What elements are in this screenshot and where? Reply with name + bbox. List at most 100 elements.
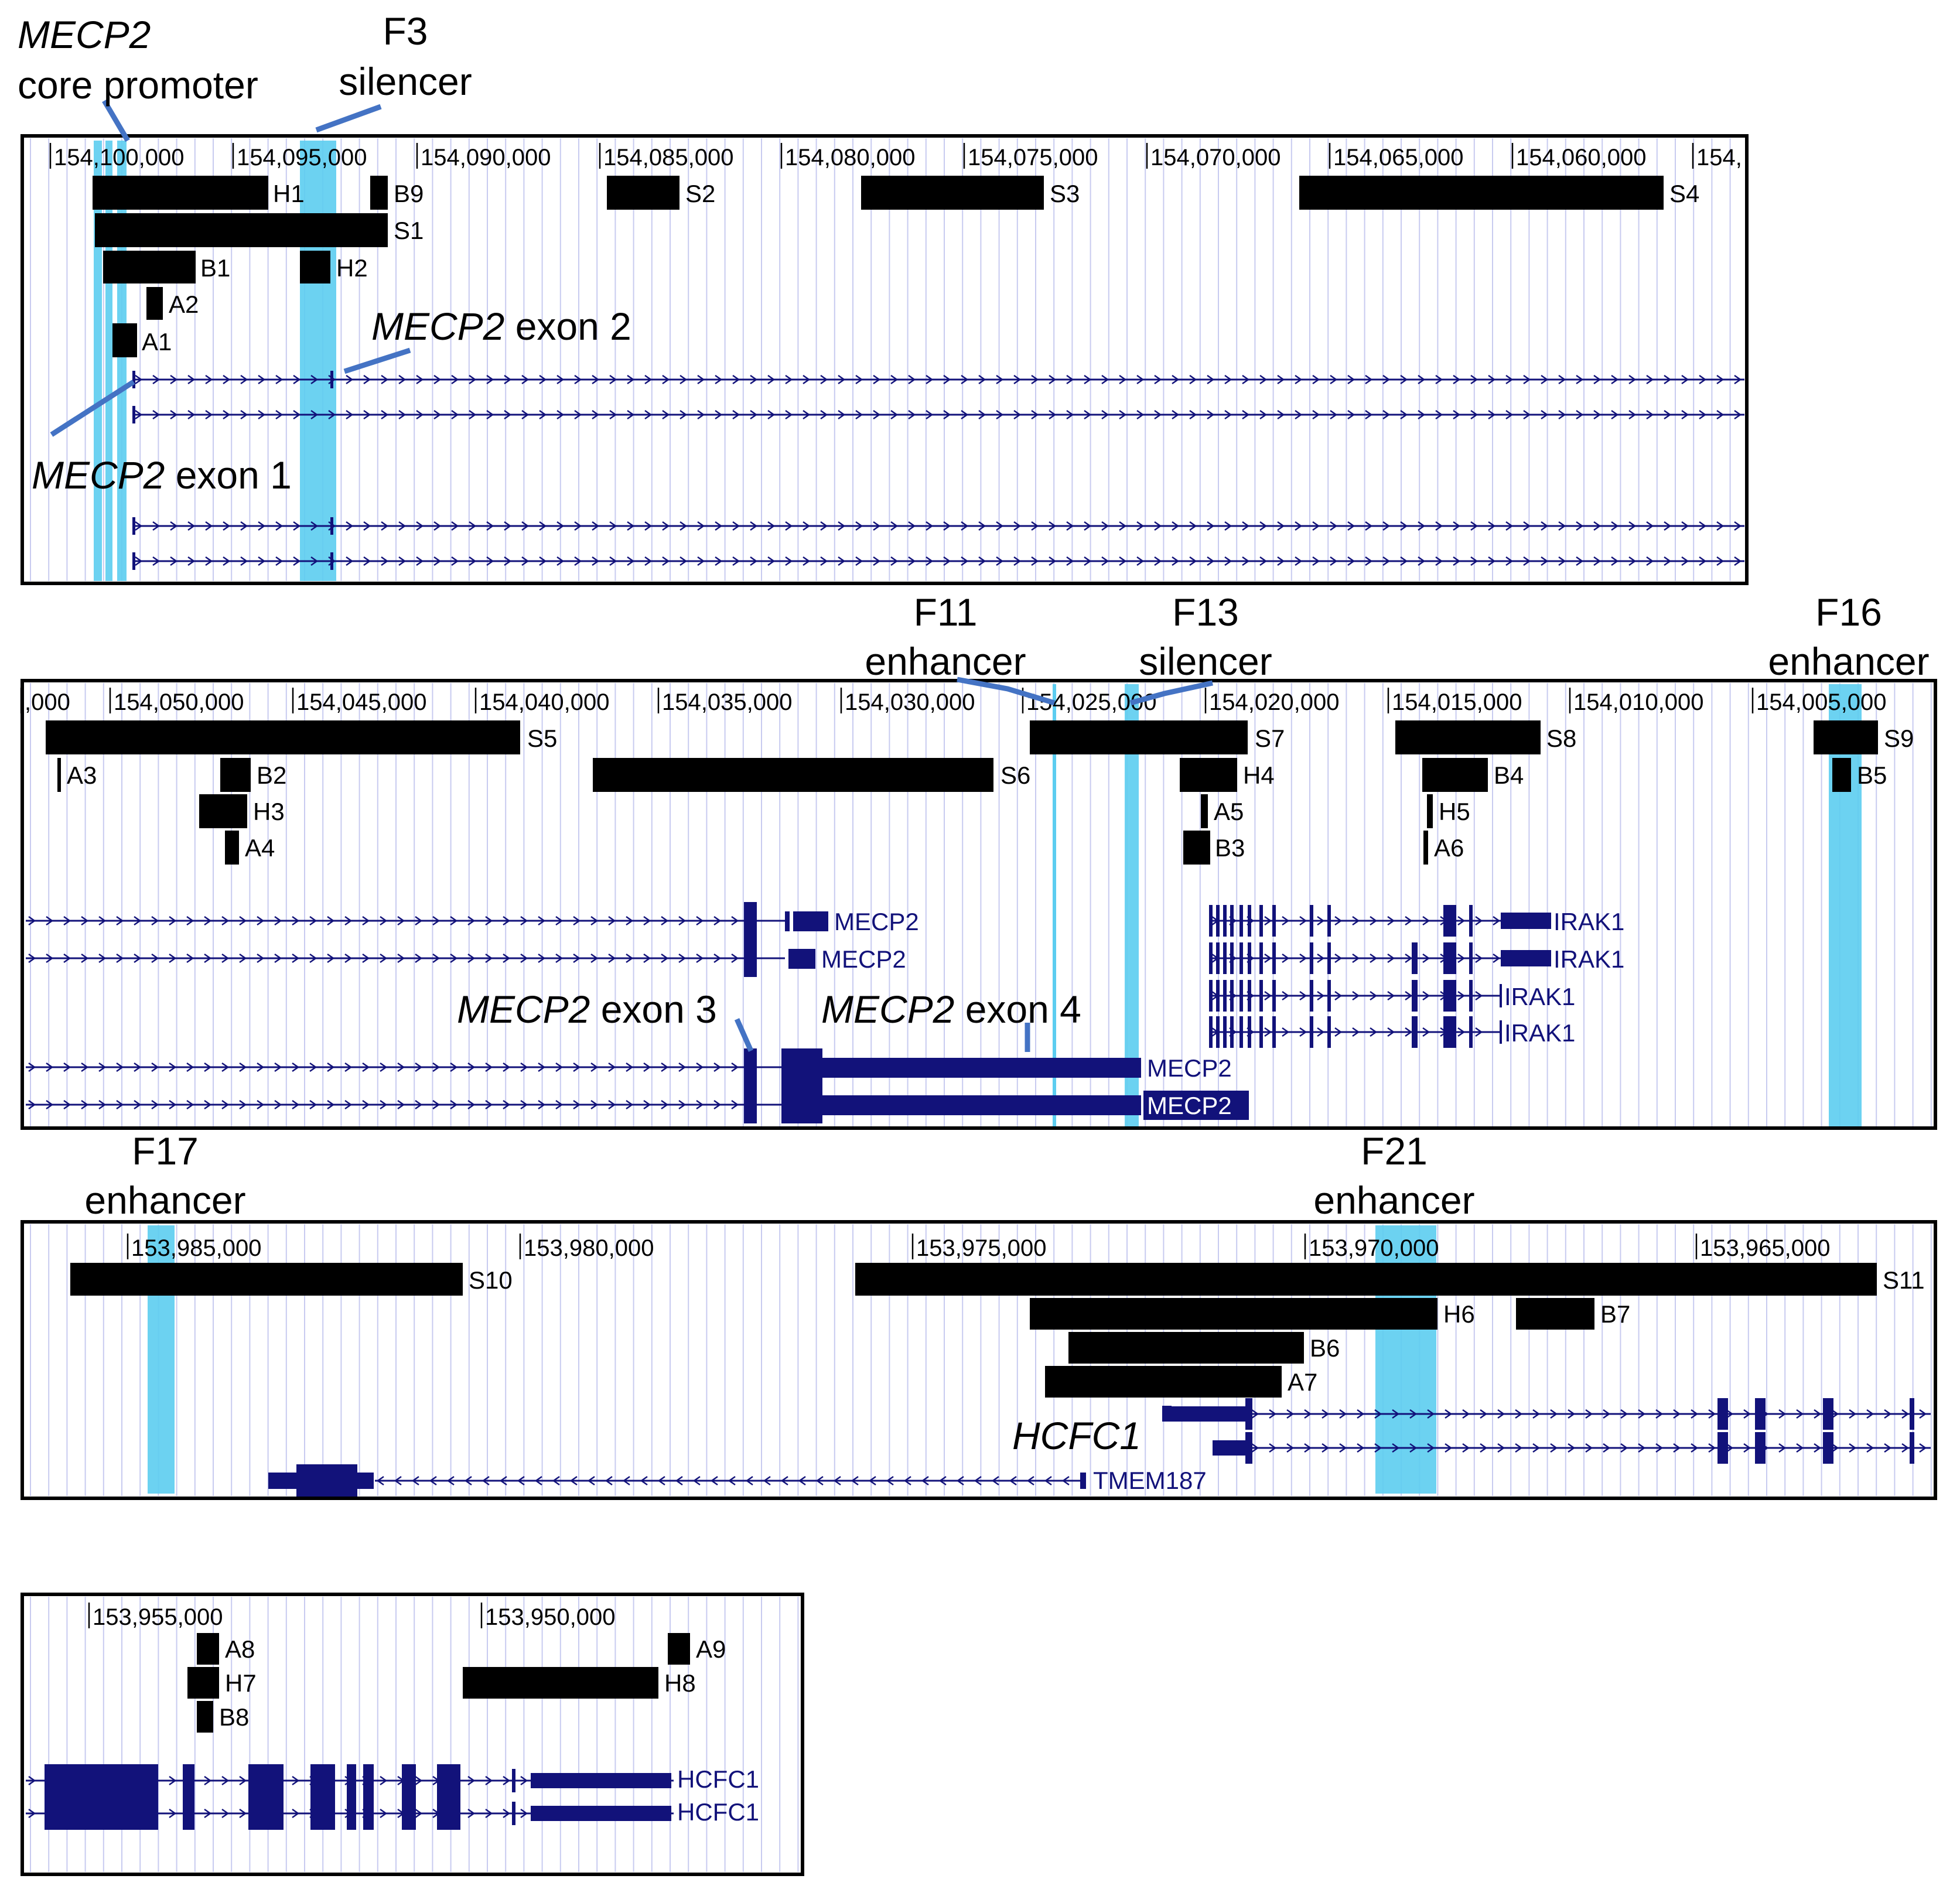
strand-arrow <box>1172 374 1180 385</box>
feature-s5 <box>46 720 520 754</box>
strand-arrow <box>517 1475 525 1486</box>
irak1-exon-block <box>1272 942 1276 974</box>
irak1-exon-block <box>1209 980 1213 1012</box>
strand-arrow <box>1365 374 1373 385</box>
strand-arrow <box>275 556 284 566</box>
strand-arrow <box>485 1062 493 1072</box>
strand-arrow <box>204 1775 212 1786</box>
strand-arrow <box>1445 1443 1453 1453</box>
mecp2-exon-block <box>744 1048 757 1086</box>
strand-arrow <box>1374 1443 1382 1453</box>
strand-arrow <box>1392 1409 1400 1419</box>
strand-arrow <box>239 1808 247 1819</box>
strand-arrow <box>292 915 300 926</box>
strand-arrow <box>239 915 247 926</box>
strand-arrow <box>1242 374 1250 385</box>
strand-arrow <box>204 1062 212 1072</box>
gene-label-mecp2-b: MECP2 <box>821 945 906 973</box>
strand-arrow <box>1172 556 1180 566</box>
hcfc1-exon-block <box>512 1769 515 1792</box>
hcfc1-utr-block <box>1162 1406 1249 1422</box>
strand-arrow <box>239 1775 247 1786</box>
strand-arrow <box>415 1062 423 1072</box>
strand-arrow <box>627 374 635 385</box>
anno-exon1: MECP2 exon 1 <box>32 453 292 497</box>
strand-arrow <box>1347 374 1355 385</box>
strand-arrow <box>116 915 124 926</box>
strand-arrow <box>169 1099 177 1110</box>
strand-arrow <box>467 915 476 926</box>
strand-arrow <box>275 521 284 531</box>
strand-arrow <box>1339 1443 1347 1453</box>
irak1-exon-block <box>1327 942 1331 974</box>
strand-arrow <box>1370 990 1378 1001</box>
strand-arrow <box>1919 1409 1927 1419</box>
panel-2-frame <box>21 679 1937 1130</box>
strand-arrow <box>257 915 265 926</box>
feature-h7 <box>187 1667 219 1699</box>
strand-arrow <box>643 953 651 964</box>
strand-arrow <box>46 1062 54 1072</box>
strand-arrow <box>728 1475 736 1486</box>
hcfc1-exon-block <box>310 1764 335 1797</box>
anno-exon3: MECP2 exon 3 <box>457 988 717 1031</box>
strand-arrow <box>327 1099 335 1110</box>
axis-label: 154,005,000 <box>1756 689 1886 715</box>
strand-arrow <box>1475 953 1483 964</box>
strand-arrow <box>609 556 617 566</box>
strand-arrow <box>1322 1443 1330 1453</box>
strand-arrow <box>715 374 723 385</box>
irak1-exon-block <box>1248 1016 1251 1048</box>
feature-b9 <box>370 176 388 210</box>
strand-arrow <box>678 953 687 964</box>
feature-b2 <box>220 758 251 792</box>
mecp2-exon1-block <box>132 552 135 570</box>
strand-arrow <box>1330 521 1338 531</box>
strand-arrow <box>204 1808 212 1819</box>
strand-arrow <box>416 374 424 385</box>
strand-arrow <box>1066 556 1074 566</box>
irak1-exon-block <box>1469 980 1473 1012</box>
strand-arrow <box>134 915 142 926</box>
strand-arrow <box>1699 409 1707 420</box>
strand-arrow <box>1532 1409 1541 1419</box>
strand-arrow <box>1119 521 1127 531</box>
axis-label: 154,085,000 <box>603 145 733 170</box>
strand-arrow <box>1317 915 1325 926</box>
strand-arrow <box>432 1062 441 1072</box>
strand-arrow <box>908 556 916 566</box>
strand-arrow <box>1334 1027 1343 1037</box>
strand-arrow <box>1453 409 1461 420</box>
strand-arrow <box>978 374 986 385</box>
strand-arrow <box>697 374 705 385</box>
feature-s1 <box>95 213 388 247</box>
label-b4: B4 <box>1494 761 1524 789</box>
strand-arrow <box>627 521 635 531</box>
strand-arrow <box>556 409 565 420</box>
irak1-exon-block <box>1443 980 1456 1012</box>
feature-b5 <box>1832 758 1851 792</box>
strand-arrow <box>1593 409 1602 420</box>
label-a9: A9 <box>696 1635 726 1663</box>
strand-arrow <box>745 1475 753 1486</box>
strand-arrow <box>1541 409 1549 420</box>
strand-arrow <box>661 915 669 926</box>
gene-label-irak1-b: IRAK1 <box>1553 945 1624 973</box>
irak1-exon-block <box>1327 905 1331 937</box>
irak1-exon-block <box>1469 942 1473 974</box>
strand-arrow <box>1576 556 1584 566</box>
anno-exon1-gene: MECP2 <box>32 453 165 497</box>
strand-arrow <box>1475 915 1483 926</box>
strand-arrow <box>815 1475 824 1486</box>
strand-arrow <box>627 556 635 566</box>
hcfc1-exon-block <box>1910 1432 1914 1464</box>
strand-arrow <box>274 1099 282 1110</box>
strand-arrow <box>469 521 477 531</box>
strand-arrow <box>608 953 616 964</box>
feature-b4 <box>1422 758 1488 792</box>
strand-arrow <box>1558 556 1566 566</box>
strand-arrow <box>1312 556 1320 566</box>
strand-arrow <box>221 915 230 926</box>
strand-arrow <box>626 953 634 964</box>
strand-arrow <box>697 556 705 566</box>
